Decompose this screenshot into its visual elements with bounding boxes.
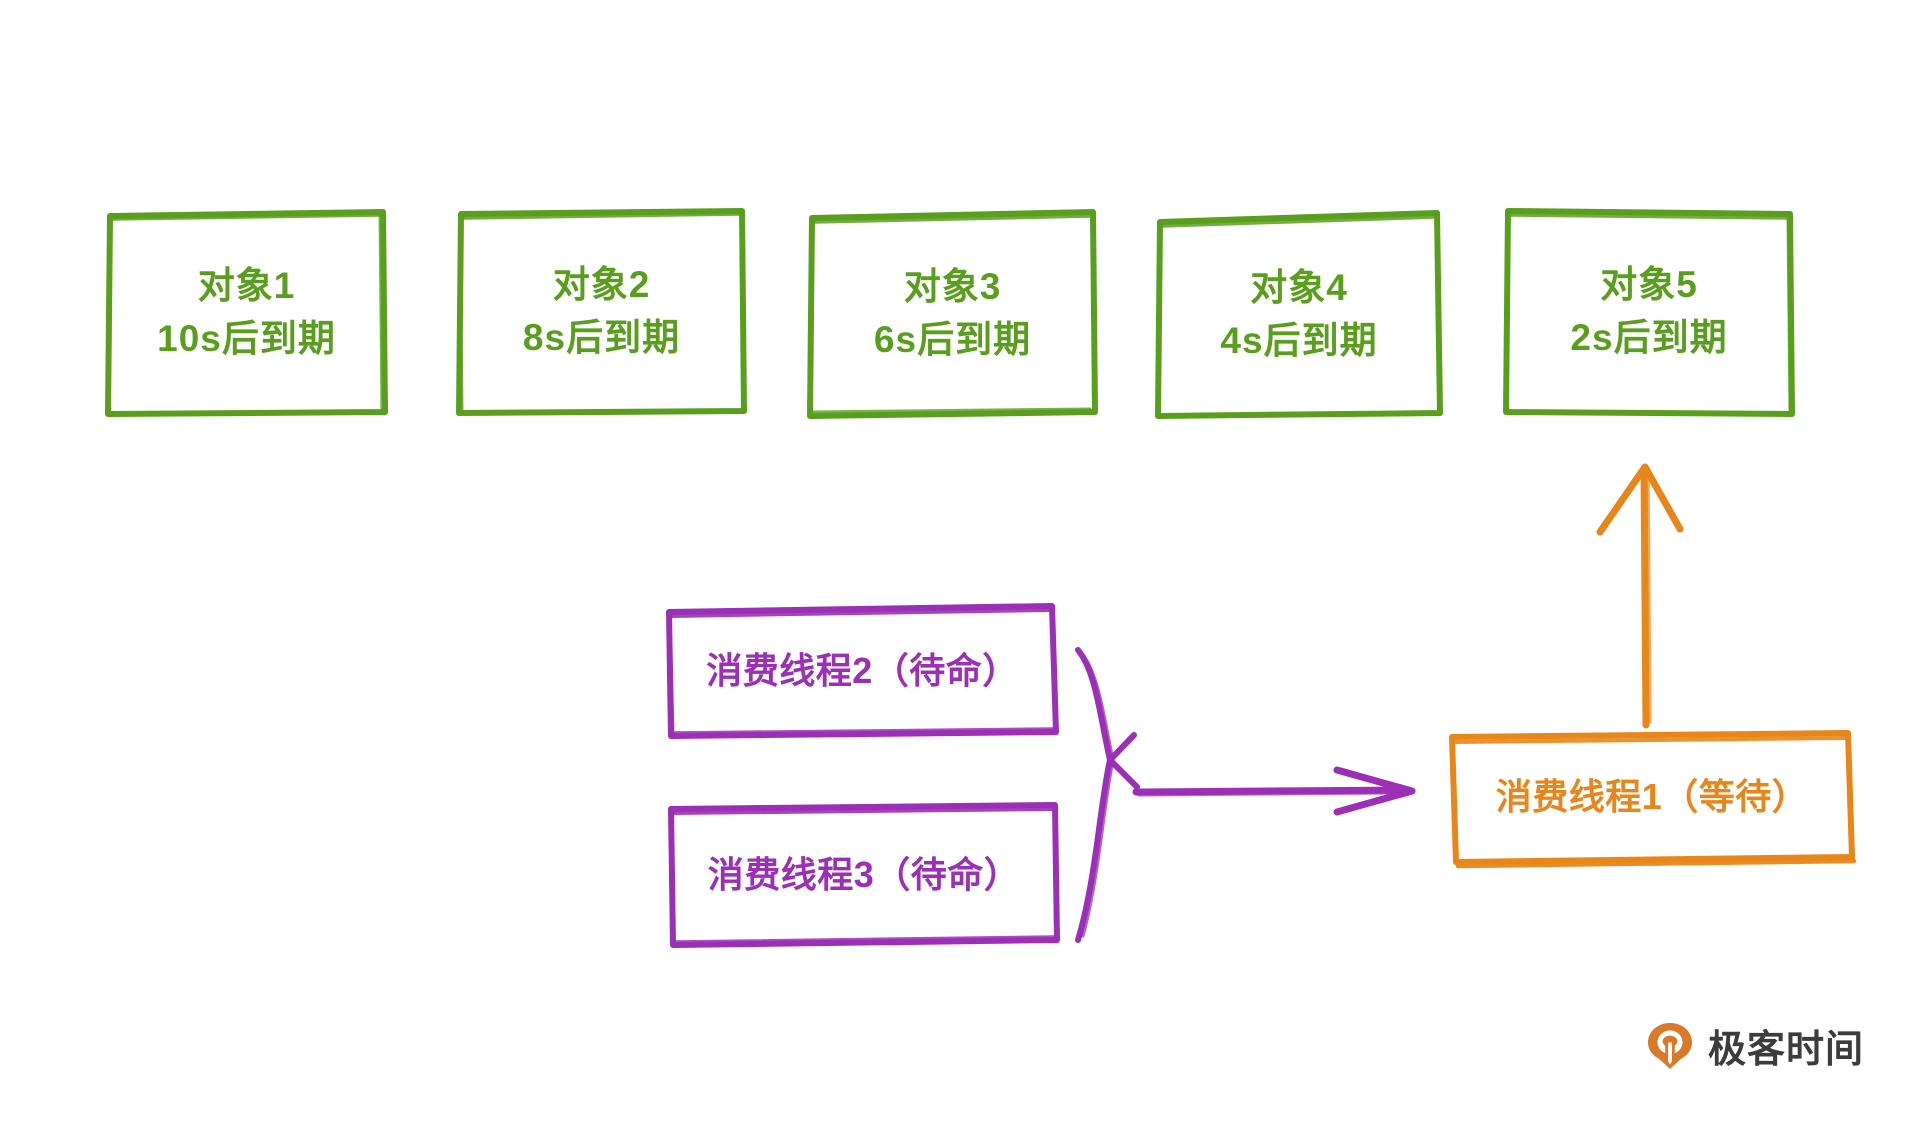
object-box-5-outline bbox=[1503, 208, 1795, 417]
brand-name: 极客时间 bbox=[1708, 1029, 1865, 1071]
geektime-logo-icon bbox=[1646, 1021, 1694, 1071]
arrow-standby-to-active bbox=[1132, 766, 1416, 816]
arrow-active-thread-to-object5 bbox=[1596, 463, 1684, 729]
object-box-2[interactable] bbox=[459, 212, 744, 412]
standby-thread-box-1[interactable] bbox=[669, 608, 1056, 734]
brace-grouping-standby-threads bbox=[1075, 647, 1140, 943]
object-box-4[interactable] bbox=[1158, 215, 1440, 415]
object-box-4-outline bbox=[1155, 210, 1443, 419]
standby-thread-box-2[interactable] bbox=[671, 807, 1057, 942]
object-box-2-outline bbox=[456, 208, 747, 416]
object-box-1-outline bbox=[105, 209, 388, 417]
object-box-5[interactable] bbox=[1506, 212, 1792, 412]
object-box-3[interactable] bbox=[810, 214, 1095, 414]
standby-thread-box-2-outline bbox=[668, 802, 1060, 948]
object-box-3-outline bbox=[807, 209, 1098, 419]
standby-thread-box-1-outline bbox=[666, 603, 1059, 739]
active-thread-box-outline bbox=[1449, 730, 1857, 869]
active-thread-box[interactable] bbox=[1452, 735, 1852, 859]
brand-logo: 极客时间 bbox=[1646, 1018, 1864, 1073]
object-box-1[interactable] bbox=[108, 213, 385, 413]
